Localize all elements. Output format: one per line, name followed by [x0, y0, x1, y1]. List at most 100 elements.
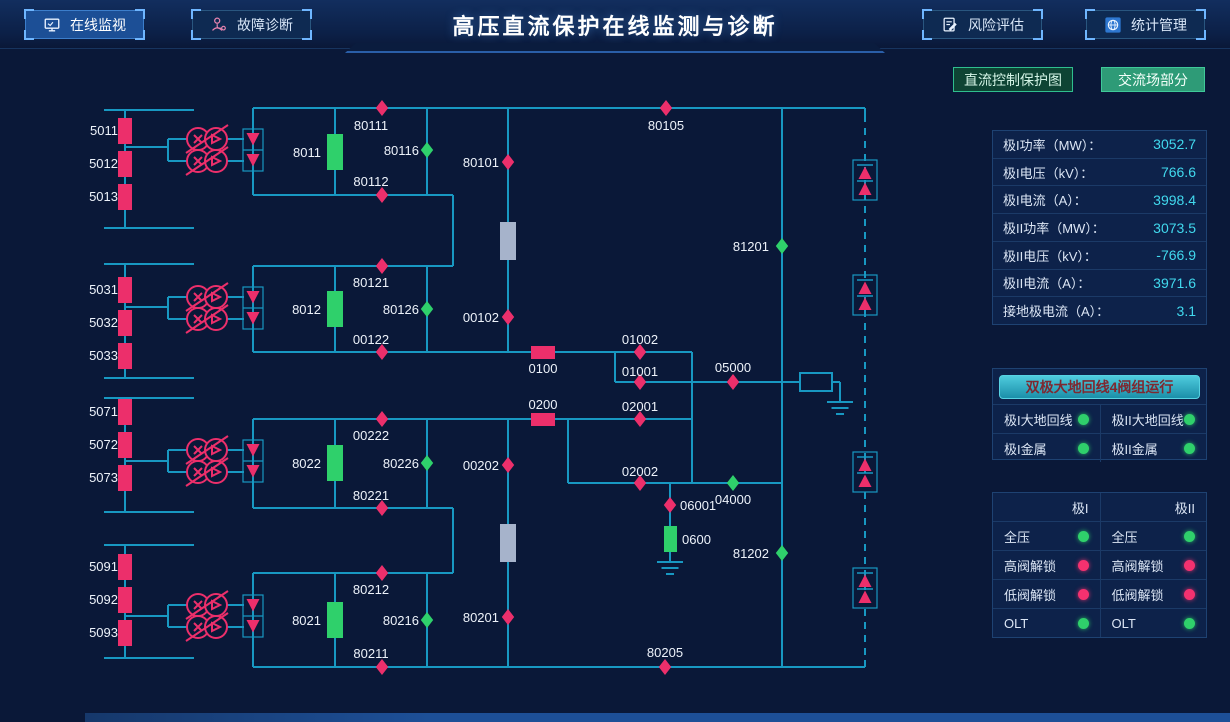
status-dot [1077, 559, 1089, 571]
pole-status-cell: 高阀解锁 [1099, 551, 1207, 579]
switch-04000[interactable] [726, 475, 740, 491]
status-dot [1077, 413, 1089, 425]
switch-80112[interactable] [375, 187, 389, 203]
bypass-breaker-8021[interactable] [327, 602, 343, 638]
switch-80101[interactable] [501, 154, 515, 170]
status-dot [1077, 442, 1089, 454]
label-8022: 8022 [292, 456, 321, 471]
surge-arrester-icon [852, 274, 878, 316]
stats-icon [1105, 16, 1121, 33]
switch-80121[interactable] [375, 258, 389, 274]
bypass-breaker-8012[interactable] [327, 291, 343, 327]
breaker-5091[interactable] [118, 554, 132, 580]
breaker-5092[interactable] [118, 587, 132, 613]
breaker-0600[interactable] [664, 526, 677, 552]
run-mode-item: 极I金属 [993, 433, 1100, 462]
nav-online-monitoring[interactable]: 在线监视 [24, 9, 145, 40]
pole-status-cell: 低阀解锁 [1099, 580, 1207, 608]
switch-80226[interactable] [420, 455, 434, 471]
bypass-breaker-8011[interactable] [327, 134, 343, 170]
valve-group-icon [242, 439, 264, 483]
switch-80211[interactable] [375, 659, 389, 675]
nav-fault-diagnosis[interactable]: 故障诊断 [191, 9, 312, 40]
status-label: 低阀解锁 [1111, 587, 1164, 603]
run-mode-item: 极I大地回线 [993, 404, 1100, 433]
breaker-5073[interactable] [118, 465, 132, 491]
dc-protection-diagram-button[interactable]: 直流控制保护图 [953, 67, 1073, 92]
switch-80126[interactable] [420, 301, 434, 317]
breaker-5071[interactable] [118, 399, 132, 425]
switch-00102[interactable] [501, 309, 515, 325]
breaker-5072[interactable] [118, 432, 132, 458]
switch-81202[interactable] [775, 545, 789, 561]
valve-group-icon [242, 128, 264, 172]
title-decoration [345, 43, 885, 53]
run-mode-grid: 极I大地回线 极II大地回线 极I金属 极II金属 [993, 404, 1206, 462]
label-8012: 8012 [292, 302, 321, 317]
label-00202: 00202 [463, 458, 499, 473]
label-0600: 0600 [682, 532, 711, 547]
label-01001: 01001 [622, 364, 658, 379]
switch-06001[interactable] [663, 497, 677, 513]
status-label: 高阀解锁 [1111, 558, 1164, 574]
metric-row: 极I电流（A）： 3998.4 [993, 185, 1206, 213]
breaker-5033[interactable] [118, 343, 132, 369]
status-dot [1077, 530, 1089, 542]
label-8021: 8021 [292, 613, 321, 628]
nav-statistics-management[interactable]: 统计管理 [1085, 9, 1206, 40]
valve-group-icon [242, 594, 264, 638]
breaker-5013[interactable] [118, 184, 132, 210]
label-5013: 5013 [89, 189, 118, 204]
metric-value: 3052.7 [1153, 136, 1196, 153]
breaker-5093[interactable] [118, 620, 132, 646]
breaker-5032[interactable] [118, 310, 132, 336]
nav-risk-assessment[interactable]: 风险评估 [922, 9, 1043, 40]
corner-bracket [1085, 30, 1095, 40]
label-80116: 80116 [384, 143, 419, 158]
breaker-0100[interactable] [531, 346, 555, 359]
status-dot [1077, 617, 1089, 629]
pole-status-panel: 极I 极II 全压 全压 高阀解锁 高阀解锁 低阀 [992, 492, 1207, 638]
run-mode-item: 极II金属 [1099, 433, 1206, 462]
metric-label: 极II功率（MW）： [1003, 221, 1105, 237]
label-5033: 5033 [89, 348, 118, 363]
metric-label: 极II电流（A）： [1003, 276, 1091, 292]
switch-80116[interactable] [420, 142, 434, 158]
label-80205: 80205 [647, 645, 683, 660]
switch-80111[interactable] [375, 100, 389, 116]
nav-label: 在线监视 [70, 16, 126, 33]
corner-bracket [1196, 9, 1206, 19]
breaker-0200[interactable] [531, 413, 555, 426]
diagnosis-icon [212, 17, 226, 31]
metric-row: 极II功率（MW）： 3073.5 [993, 213, 1206, 241]
status-label: 高阀解锁 [1004, 558, 1057, 574]
view-switch: 直流控制保护图 交流场部分 [953, 67, 1205, 92]
switch-00222[interactable] [375, 411, 389, 427]
breaker-5011[interactable] [118, 118, 132, 144]
run-mode-button[interactable]: 双极大地回线4阀组运行 [999, 375, 1200, 399]
corner-bracket [1033, 30, 1043, 40]
label-00102: 00102 [463, 310, 499, 325]
label-5032: 5032 [89, 315, 118, 330]
bypass-breaker-8022[interactable] [327, 445, 343, 481]
ac-field-button[interactable]: 交流场部分 [1101, 67, 1205, 92]
switch-80205[interactable] [658, 659, 672, 675]
status-dot [1184, 588, 1195, 600]
run-mode-item: 极II大地回线 [1099, 404, 1206, 433]
label-02002: 02002 [622, 464, 658, 479]
switch-05000[interactable] [726, 374, 740, 390]
switch-81201[interactable] [775, 238, 789, 254]
run-mode-panel: 双极大地回线4阀组运行 极I大地回线 极II大地回线 极I金属 极II金属 [992, 368, 1207, 462]
switch-80105[interactable] [659, 100, 673, 116]
label-81201: 81201 [733, 239, 769, 254]
switch-80201[interactable] [501, 609, 515, 625]
converter-transformer-icon [185, 457, 229, 487]
breaker-5031[interactable] [118, 277, 132, 303]
switch-00202[interactable] [501, 457, 515, 473]
switch-80216[interactable] [420, 612, 434, 628]
switch-80212[interactable] [375, 565, 389, 581]
pole-status-header-row: 极I 极II [993, 493, 1206, 521]
status-dot [1184, 530, 1195, 542]
label-06001: 06001 [680, 498, 716, 513]
breaker-5012[interactable] [118, 151, 132, 177]
